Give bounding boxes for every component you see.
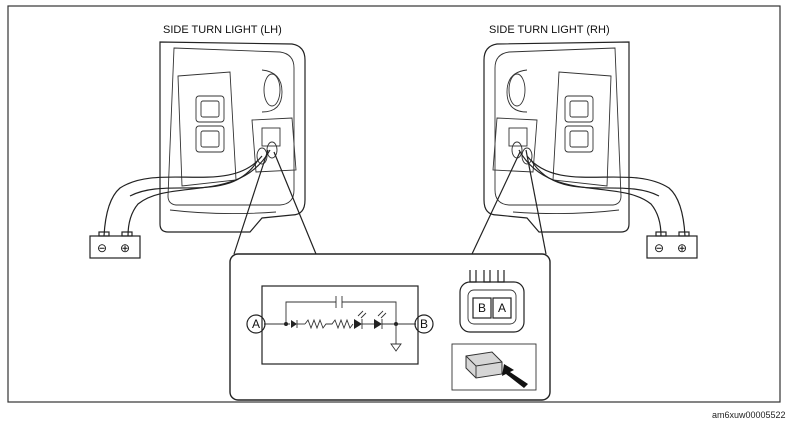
connector-view [451,343,537,391]
terminal-a-label: A [252,317,260,331]
rh-light-housing [483,41,630,233]
rh-battery-minus: ⊖ [654,241,664,255]
terminal-b [414,314,434,334]
rh-battery-plus: ⊕ [677,241,687,255]
lh-light-housing [159,41,306,233]
terminal-b-label: B [420,317,428,331]
terminal-a [246,314,266,334]
rh-wires [518,149,686,237]
figure-code: am6xuw00005522 [712,410,786,420]
lh-title: SIDE TURN LIGHT (LH) [163,24,282,36]
connector-pin-a: A [498,301,506,315]
connector-pin-b: B [478,301,486,315]
connector-face: B A [459,270,525,333]
led-icon [354,310,367,329]
circuit-schematic: A B [246,285,434,365]
detail-box: A B B A [229,253,551,401]
resistor-icon [304,318,354,330]
lh-battery-minus: ⊖ [97,241,107,255]
lh-battery: ⊖ ⊕ [89,231,141,259]
lh-wires [103,149,271,237]
lh-battery-plus: ⊕ [120,241,130,255]
insert-arrow-icon [502,364,528,388]
rh-title: SIDE TURN LIGHT (RH) [489,24,610,36]
callout-lines [233,149,547,255]
ground-icon [390,324,402,352]
rh-battery: ⊖ ⊕ [646,231,698,259]
